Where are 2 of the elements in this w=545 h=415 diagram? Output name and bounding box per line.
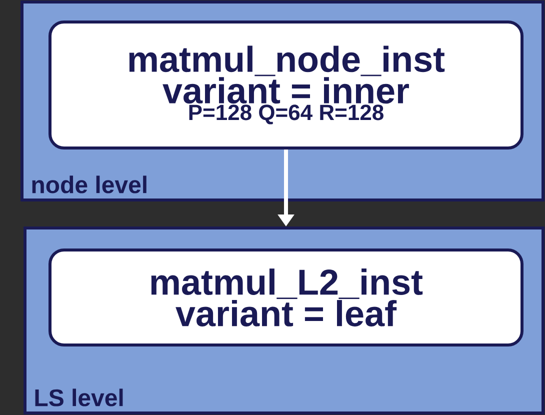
process-box: matmul_node_inst variant = inner P=128 Q=64 R=128 — [48, 20, 524, 150]
process-box: matmul_L2_inst variant = leaf — [48, 248, 524, 346]
